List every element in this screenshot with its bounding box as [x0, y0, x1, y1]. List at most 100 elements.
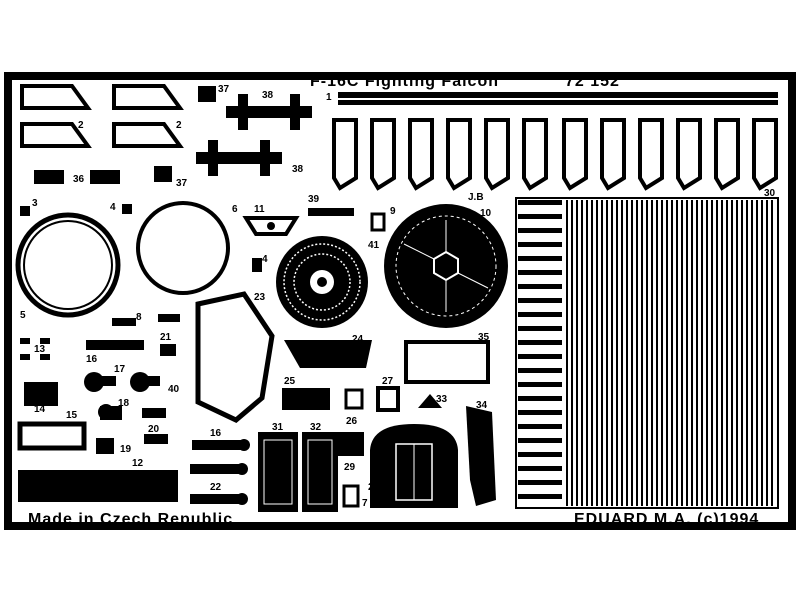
strip-frame — [515, 197, 779, 509]
strip-left — [518, 424, 562, 429]
strip-left — [518, 340, 562, 345]
part-number-32: 32 — [310, 422, 322, 433]
strip-left — [518, 438, 562, 443]
part-37 — [154, 86, 216, 182]
part-number-3a: 3 — [32, 198, 38, 209]
strip-vertical — [701, 200, 703, 506]
part-number-25: 25 — [284, 376, 296, 387]
strip-vertical — [666, 200, 668, 506]
part-number-28: 28 — [368, 482, 380, 493]
part-number-11: 11 — [254, 204, 265, 215]
part-15 — [17, 421, 87, 451]
strip-vertical — [711, 200, 713, 506]
part-number-2a: 2 — [78, 120, 84, 131]
part-number-24: 24 — [352, 334, 364, 345]
part-6-ring — [136, 201, 230, 295]
strip-vertical — [696, 200, 698, 506]
part-1: 1 — [326, 92, 778, 105]
strip-vertical — [731, 200, 733, 506]
strip-vertical — [611, 200, 613, 506]
part-34 — [466, 406, 496, 506]
strip-vertical — [766, 200, 768, 506]
part-38 — [196, 94, 312, 176]
part-number-21: 21 — [160, 332, 172, 343]
part-number-2b: 2 — [176, 120, 182, 131]
strip-vertical — [646, 200, 648, 506]
strip-left — [518, 382, 562, 387]
strip-vertical — [636, 200, 638, 506]
strip-vertical — [671, 200, 673, 506]
part-number-4a: 4 — [110, 202, 116, 213]
part-40 — [130, 372, 160, 392]
part-30-strips — [515, 197, 779, 509]
strip-vertical — [751, 200, 753, 506]
strip-left — [518, 494, 562, 499]
strip-vertical — [641, 200, 643, 506]
part-number-8: 8 — [136, 312, 142, 323]
part-number-4b: 4 — [262, 254, 268, 265]
strip-vertical — [746, 200, 748, 506]
part-2-panels-left — [20, 84, 184, 148]
strip-vertical — [741, 200, 743, 506]
strip-left — [518, 354, 562, 359]
part-24 — [284, 340, 372, 368]
marker-jb: J.B — [468, 192, 484, 203]
strip-vertical — [576, 200, 578, 506]
strip-left — [518, 298, 562, 303]
part-32 — [302, 432, 338, 512]
strip-vertical — [706, 200, 708, 506]
part-5-ring — [15, 212, 121, 318]
strip-vertical — [601, 200, 603, 506]
part-number-38b: 38 — [292, 164, 304, 175]
strip-left — [518, 312, 562, 317]
part-16-bar — [192, 439, 250, 451]
part-33 — [418, 394, 442, 408]
strip-left — [518, 410, 562, 415]
strip-vertical — [691, 200, 693, 506]
part-number-38a: 38 — [262, 90, 274, 101]
strip-vertical — [591, 200, 593, 506]
part-29 — [338, 432, 364, 456]
part-number-26: 26 — [346, 416, 358, 427]
part-27 — [376, 386, 400, 412]
part-2-vertical-panels — [332, 118, 778, 191]
part-17 — [84, 372, 116, 392]
strip-vertical — [566, 200, 568, 506]
strip-left — [518, 242, 562, 247]
strip-vertical — [661, 200, 663, 506]
part-3-small — [20, 206, 30, 216]
part-number-37a: 37 — [218, 84, 230, 95]
strip-left — [518, 368, 562, 373]
strip-vertical — [596, 200, 598, 506]
strip-vertical — [656, 200, 658, 506]
part-number-9: 9 — [390, 206, 396, 217]
strip-left — [518, 452, 562, 457]
part-9 — [370, 212, 386, 232]
strip-vertical — [721, 200, 723, 506]
part-number-15: 15 — [66, 410, 78, 421]
part-4-small — [122, 204, 132, 214]
strip-vertical — [651, 200, 653, 506]
part-41-radial-disc — [276, 236, 368, 328]
part-12 — [18, 470, 178, 502]
part-31 — [258, 432, 298, 512]
part-number-30: 30 — [764, 188, 776, 199]
strip-left — [518, 326, 562, 331]
strip-left — [518, 396, 562, 401]
part-18 — [98, 404, 114, 420]
part-36 — [34, 170, 120, 184]
strip-left — [518, 480, 562, 485]
strip-vertical — [771, 200, 773, 506]
strip-vertical — [686, 200, 688, 506]
strip-left — [518, 200, 562, 205]
part-number-5: 5 — [20, 310, 26, 321]
part-number-19: 19 — [120, 444, 132, 455]
strip-vertical — [726, 200, 728, 506]
strip-vertical — [761, 200, 763, 506]
part-26 — [344, 388, 364, 410]
strip-vertical — [571, 200, 573, 506]
set-number: 72 152 — [565, 73, 620, 90]
part-number-41: 41 — [368, 240, 380, 251]
part-35 — [404, 340, 490, 384]
